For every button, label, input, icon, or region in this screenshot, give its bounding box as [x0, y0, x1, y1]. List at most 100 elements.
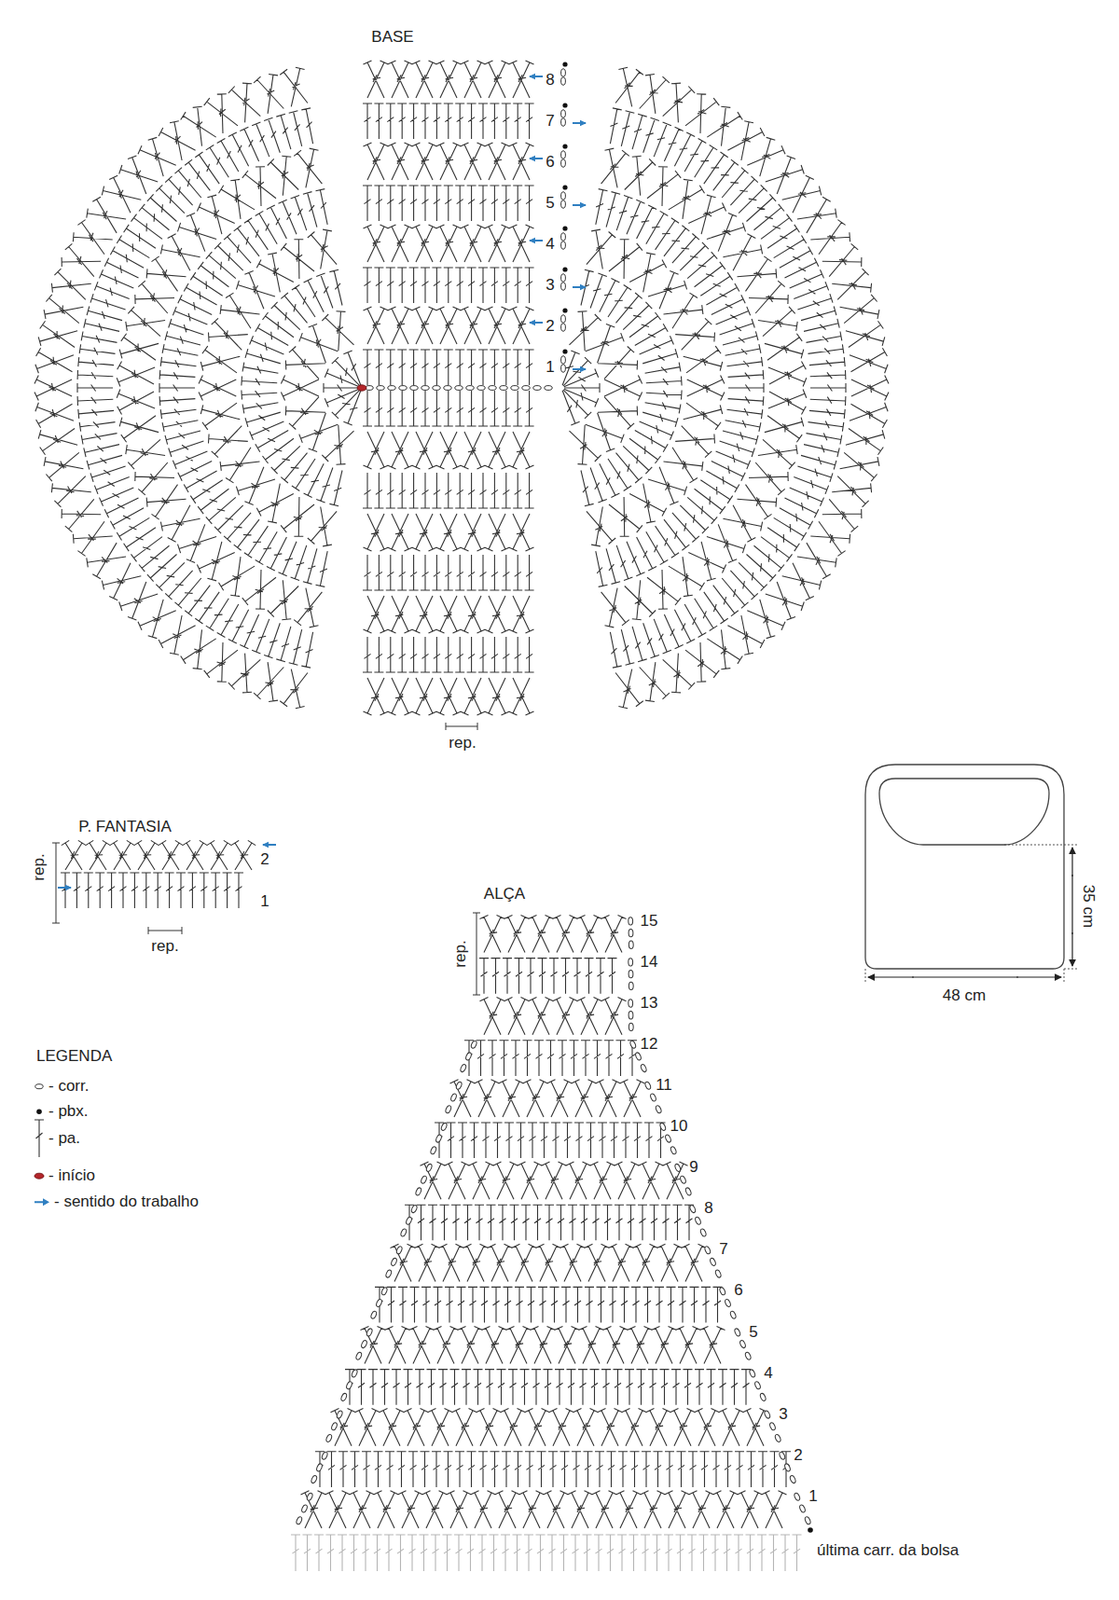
chain-symbol [561, 200, 567, 208]
chain-symbol [644, 1080, 652, 1091]
label-text: P. FANTASIA [77, 817, 173, 836]
previous-row-stitches [290, 1534, 802, 1572]
legend-symbol [33, 1105, 45, 1119]
chain-symbol [376, 386, 385, 391]
chain-symbol [325, 1434, 333, 1444]
legend-entry: - sentido do trabalho [33, 1192, 200, 1212]
chart-label: última carr. da bolsa [815, 1541, 960, 1561]
label-text: 3 [777, 1405, 788, 1423]
chain-symbol [355, 1351, 363, 1361]
chain-symbol [316, 1463, 324, 1473]
row-number: 7 [544, 111, 555, 131]
arrow-head [1054, 973, 1063, 981]
chain-symbol [729, 1310, 737, 1320]
guide-line [472, 912, 481, 914]
chart-label: LEGENDA [35, 1047, 113, 1066]
chain-symbol [718, 1286, 727, 1297]
label-text: 35 cm [1079, 884, 1098, 929]
legend-symbol [33, 1195, 51, 1209]
chain-symbol [629, 1039, 637, 1050]
label-text: BASE [370, 27, 415, 46]
chain-symbol [561, 233, 567, 241]
chain-symbol [628, 969, 634, 979]
chart-label: rep. [150, 937, 180, 956]
label-text: rep. [451, 939, 470, 968]
chain-symbol [635, 1051, 643, 1062]
chain-symbol [435, 1133, 443, 1144]
slip-stitch-dot [562, 143, 567, 149]
chain-symbol [778, 1450, 787, 1461]
chain-symbol [425, 1163, 433, 1174]
chain-symbol [664, 1133, 673, 1144]
chain-symbol [561, 282, 567, 291]
chain-symbol [803, 1516, 812, 1526]
chain-symbol [669, 1146, 677, 1156]
label-text: 5 [747, 1323, 759, 1341]
row-number: 10 [669, 1117, 690, 1136]
chain-symbol [628, 940, 634, 950]
bag-sketch [865, 764, 1064, 969]
row-number: 6 [732, 1282, 744, 1301]
chain-symbol [694, 1215, 703, 1226]
label-text: 8 [703, 1199, 714, 1217]
marks [52, 61, 1078, 1533]
chart-label: rep. [29, 852, 49, 882]
guide-line [1004, 844, 1078, 846]
row-number: 8 [544, 70, 555, 90]
chain-symbol [628, 917, 634, 926]
chain-symbol [733, 1327, 742, 1338]
legend-text: - pbx. [47, 1102, 90, 1121]
label-text: 3 [544, 276, 555, 294]
label-text: 6 [544, 152, 555, 171]
row-number: 9 [688, 1158, 699, 1177]
label-text: 1 [259, 892, 270, 911]
chain-symbol [674, 1163, 682, 1174]
row-number: 11 [654, 1076, 674, 1095]
chain-symbol [350, 1368, 359, 1379]
row-number: 13 [639, 994, 660, 1013]
guide-line [148, 930, 182, 932]
chain-symbol [469, 1039, 478, 1050]
chain-symbol [429, 1146, 438, 1156]
row-number: 15 [639, 911, 660, 931]
guide-line [52, 923, 60, 925]
chain-symbol [420, 1174, 429, 1185]
slip-stitch-dot [562, 61, 567, 67]
chain-symbol [395, 1245, 403, 1256]
chain-symbol [387, 386, 396, 391]
chain-symbol [399, 386, 407, 391]
chain-symbol [784, 1463, 792, 1473]
slip-stitch-dot [562, 348, 567, 354]
chain-symbol [400, 1228, 408, 1238]
legend-symbol [33, 1169, 45, 1183]
chain-symbol [421, 386, 429, 391]
chain-symbol [499, 386, 508, 391]
guide-line [472, 994, 481, 996]
guide-line [181, 926, 183, 935]
slip-stitch-dot [562, 184, 567, 190]
legend-entry: - pbx. [33, 1102, 90, 1121]
label-text: 12 [639, 1035, 660, 1053]
arrow-head [528, 73, 536, 81]
row-number: 2 [792, 1446, 803, 1465]
label-text: 6 [732, 1282, 744, 1300]
row-number: 2 [259, 850, 270, 870]
chain-symbol [310, 1475, 318, 1485]
dimension: 35 cm [1078, 884, 1098, 929]
chain-symbol [561, 118, 567, 126]
direction-arrow [1016, 976, 1062, 978]
guide-line [1063, 968, 1078, 970]
guide-line [1063, 968, 1065, 983]
chain-symbol [748, 1368, 757, 1379]
guide-line [477, 722, 479, 731]
chain-symbol [793, 1492, 802, 1502]
legend-entry: - início [33, 1166, 97, 1186]
chain-symbol [561, 192, 567, 200]
chain-symbol [443, 386, 452, 391]
arrow-head [262, 842, 269, 849]
label-text: 15 [639, 911, 660, 930]
label-text: 1 [807, 1487, 818, 1506]
chain-symbol [561, 274, 567, 282]
arrow-head [528, 155, 536, 163]
direction-arrow [868, 976, 914, 978]
